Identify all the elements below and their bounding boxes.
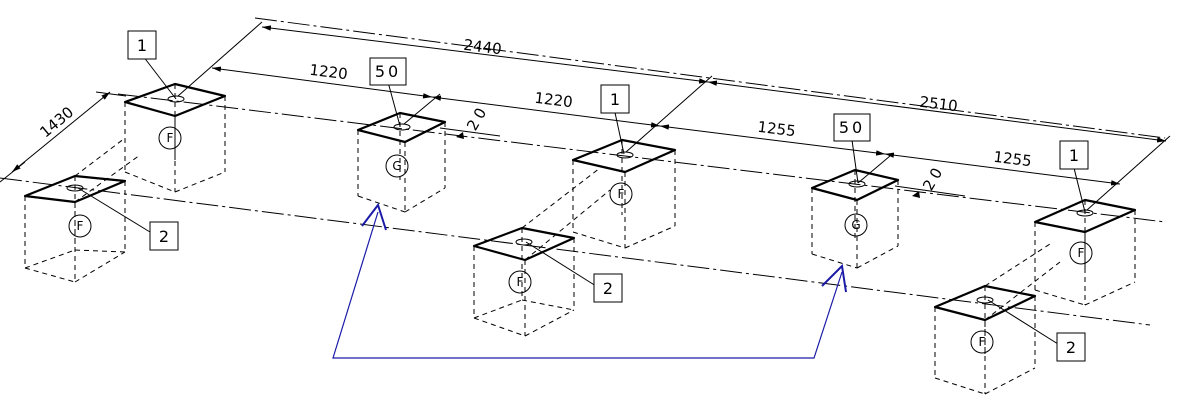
block-type-label: F <box>77 219 84 233</box>
block-type-label: G <box>392 159 401 173</box>
svg-text:2: 2 <box>1066 338 1076 357</box>
dimension-lines <box>0 21 1171 345</box>
block-type-label: G <box>851 218 860 232</box>
svg-text:1: 1 <box>137 36 147 55</box>
label-1-center: 1 <box>600 84 630 114</box>
dim-1255-b: 1255 <box>993 148 1033 171</box>
foundation-block-f-center-front: F <box>472 226 576 337</box>
svg-text:1: 1 <box>1069 146 1079 165</box>
foundation-block-g-right: G <box>810 168 900 269</box>
label-1-left: 1 <box>127 30 157 60</box>
svg-text:1: 1 <box>610 90 620 109</box>
label-1-right: 1 <box>1059 140 1089 170</box>
dim-2510: 2510 <box>919 93 959 116</box>
label-2-left: 2 <box>149 221 179 251</box>
foundation-block-f-right-back: F <box>1033 198 1137 306</box>
svg-text:2: 2 <box>159 227 169 246</box>
block-type-label: F <box>1078 246 1085 260</box>
connector-lines <box>74 137 1061 321</box>
dimension-texts: 2440 2510 1220 1220 1255 1255 1430 20 20 <box>36 36 1032 194</box>
dim-2440: 2440 <box>463 36 503 59</box>
label-50-right: 50 <box>833 113 871 142</box>
block-type-label: F <box>618 187 625 201</box>
item-labels: 1 50 1 50 1 2 2 2 <box>127 30 1089 362</box>
foundation-block-f-right-front: F <box>933 284 1037 395</box>
foundation-block-g-left: G <box>356 111 447 213</box>
label-2-center: 2 <box>593 273 623 303</box>
svg-text:50: 50 <box>375 62 401 81</box>
blue-annotation-arrow <box>332 202 847 359</box>
label-2-right: 2 <box>1056 332 1086 362</box>
dim-1255-a: 1255 <box>757 118 797 141</box>
dim-20-right: 20 <box>919 161 948 193</box>
dim-20-left: 20 <box>463 101 492 133</box>
dim-1220-b: 1220 <box>534 89 574 112</box>
foundation-block-f-front-left: F <box>23 174 127 283</box>
foundation-block-f-back-left: F <box>123 82 227 193</box>
svg-text:2: 2 <box>603 279 613 298</box>
block-type-label: F <box>979 335 986 349</box>
dim-1220-a: 1220 <box>309 61 349 84</box>
block-type-label: F <box>167 131 174 145</box>
svg-text:50: 50 <box>839 118 865 137</box>
block-type-label: F <box>517 275 524 289</box>
label-50-left: 50 <box>369 57 407 86</box>
